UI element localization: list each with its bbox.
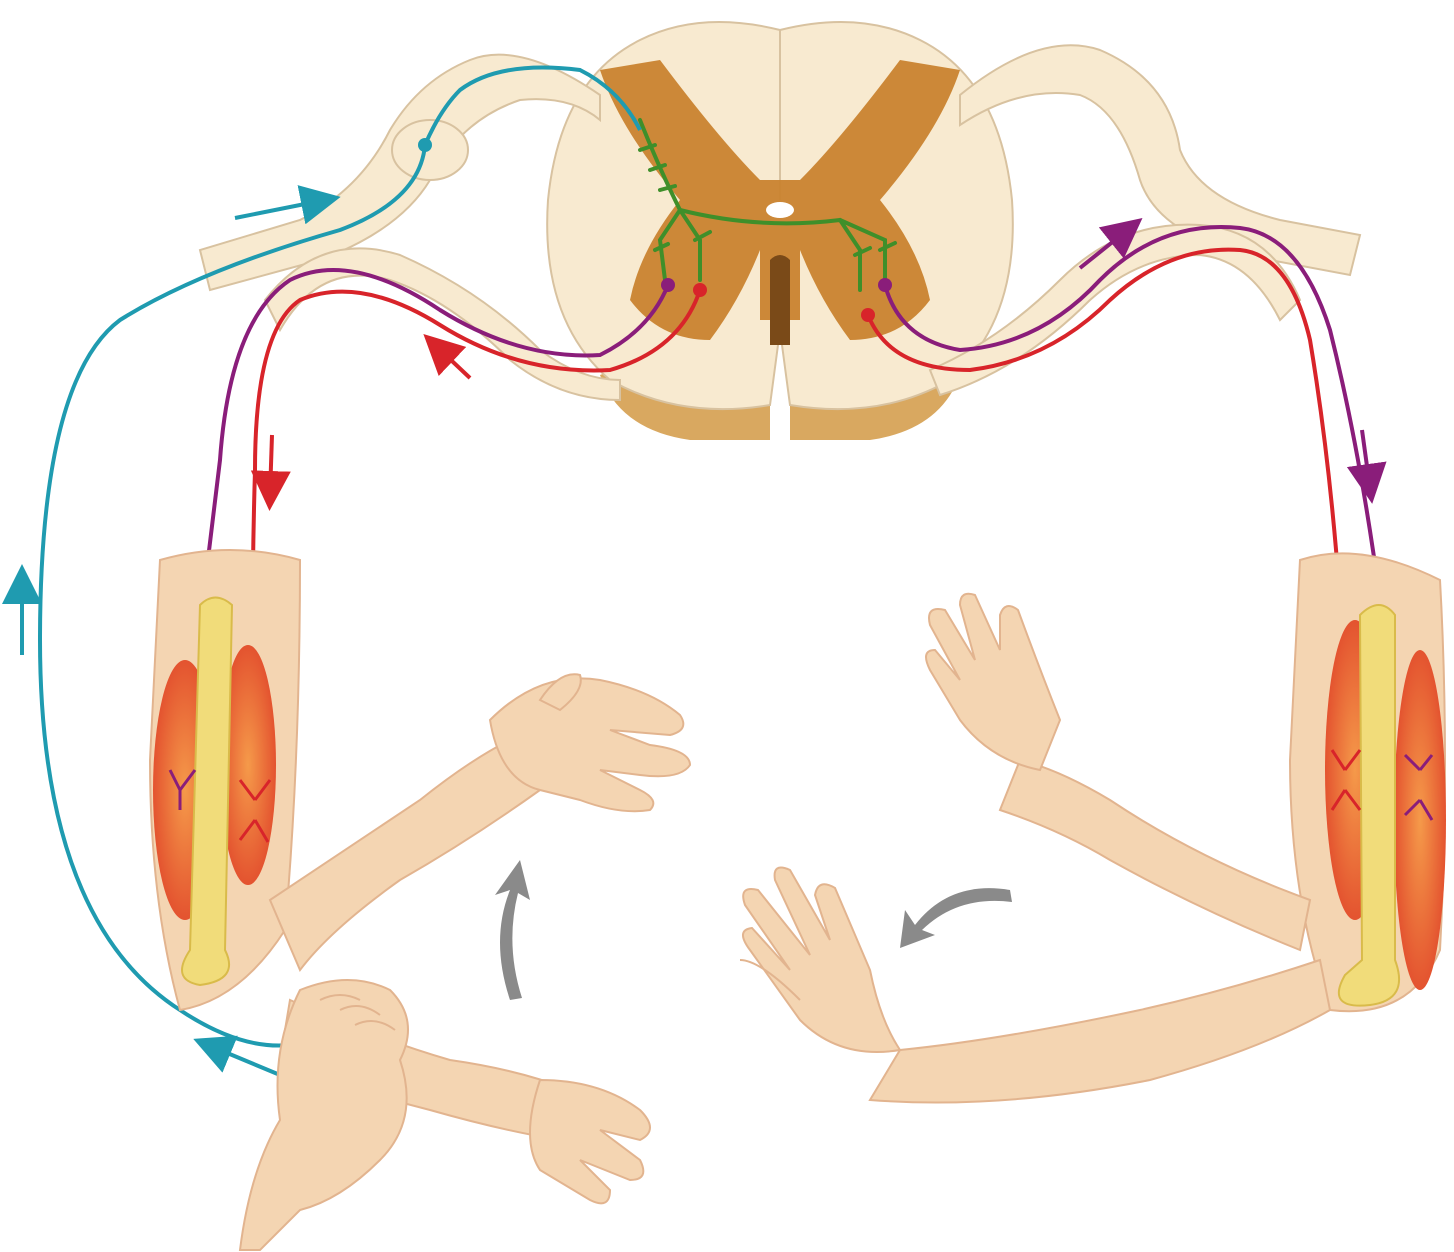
left-lower-hand-icon xyxy=(530,1080,650,1203)
right-curved-arrow-icon xyxy=(900,888,1012,948)
ventral-median-fissure xyxy=(770,255,790,345)
sensory-arrow-bottom xyxy=(208,1045,280,1075)
left-curved-arrow-icon xyxy=(495,860,530,1000)
right-forearm-upper xyxy=(1000,760,1310,950)
right-raised-hand-icon xyxy=(926,594,1060,770)
right-triceps-muscle xyxy=(1394,650,1446,990)
left-motor-cell-body-red xyxy=(693,283,707,297)
right-arm xyxy=(740,553,1446,1102)
left-forearm xyxy=(270,740,540,970)
right-forearm-lower xyxy=(870,960,1330,1103)
left-motor-arrow-down xyxy=(270,435,272,495)
left-motor-arrow-top xyxy=(435,345,470,378)
central-canal xyxy=(766,202,794,218)
left-motor-cell-body-purple xyxy=(661,278,675,292)
grasping-hand-icon xyxy=(240,980,408,1250)
left-arm xyxy=(150,550,690,1250)
dorsal-root-ganglion-icon xyxy=(392,120,468,180)
right-lower-hand-icon xyxy=(740,868,900,1052)
right-motor-cell-body-red xyxy=(861,308,875,322)
sensory-cell-body xyxy=(418,138,432,152)
right-motor-cell-body-purple xyxy=(878,278,892,292)
